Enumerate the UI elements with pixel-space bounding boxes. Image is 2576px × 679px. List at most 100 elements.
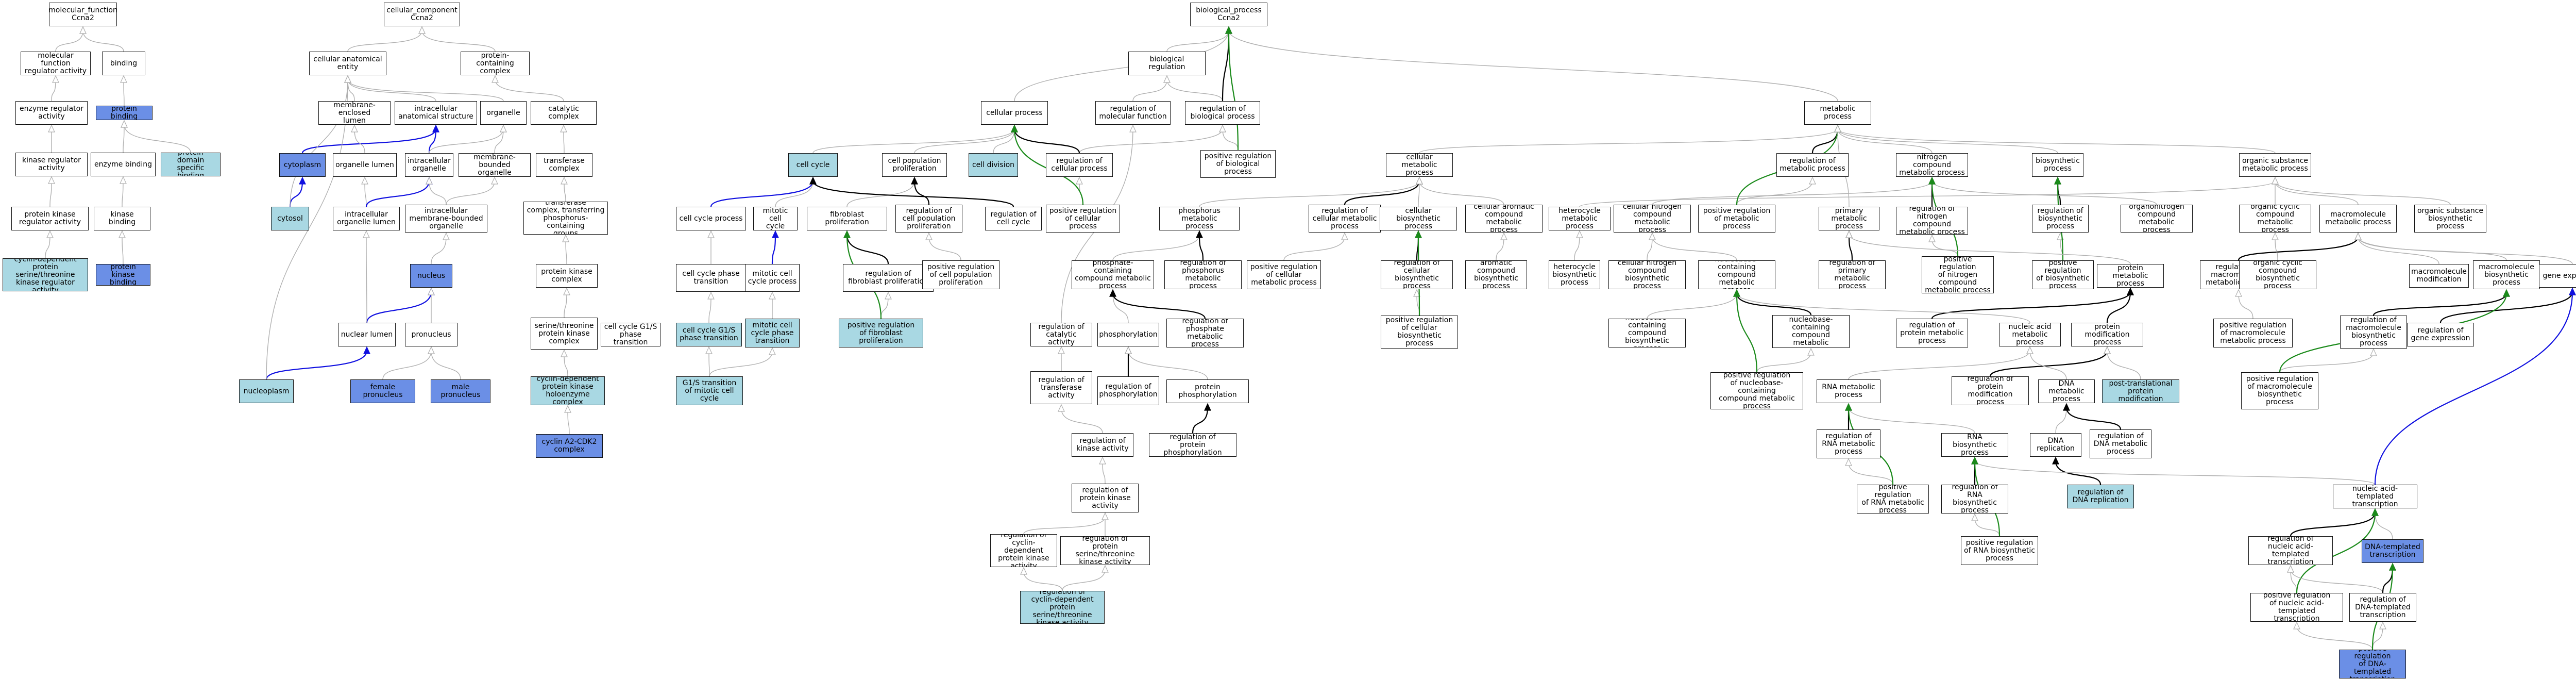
go-term-node[interactable]: regulation of cell population proliferat…: [895, 205, 962, 233]
go-term-node[interactable]: kinase regulator activity: [15, 153, 88, 176]
go-term-node[interactable]: regulation of protein phosphorylation: [1149, 433, 1236, 457]
go-term-node[interactable]: regulation of protein serine/threonine k…: [1060, 536, 1150, 565]
go-term-node[interactable]: positive regulation of biological proces…: [1200, 150, 1276, 178]
go-term-node[interactable]: cellular process: [981, 101, 1048, 125]
go-term-node[interactable]: nucleoplasm: [239, 379, 294, 403]
go-term-node[interactable]: cellular aromatic compound metabolic pro…: [1465, 205, 1543, 233]
go-term-node[interactable]: protein domain specific binding: [161, 153, 221, 176]
go-term-node[interactable]: cellular nitrogen compound biosynthetic …: [1608, 260, 1686, 289]
go-term-node[interactable]: biosynthetic process: [2032, 153, 2083, 177]
go-term-node[interactable]: metabolic process: [1804, 101, 1871, 125]
go-term-node[interactable]: regulation of nitrogen compound metaboli…: [1896, 207, 1968, 235]
go-term-node[interactable]: primary metabolic process: [1819, 207, 1879, 230]
go-term-node[interactable]: macromolecule metabolic process: [2319, 205, 2397, 233]
go-term-node[interactable]: nucleic acid metabolic process: [1999, 323, 2061, 346]
go-term-node[interactable]: G1/S transition of mitotic cell cycle: [676, 376, 743, 405]
go-term-node[interactable]: nitrogen compound metabolic process: [1896, 153, 1968, 177]
go-term-node[interactable]: cyclin A2-CDK2 complex: [536, 434, 603, 458]
go-term-node[interactable]: organic cyclic compound biosynthetic pro…: [2239, 260, 2316, 289]
go-term-node[interactable]: cellular biosynthetic process: [1380, 207, 1457, 230]
go-term-node[interactable]: intracellular organelle: [405, 153, 453, 177]
go-term-node[interactable]: regulation of cellular process: [1046, 153, 1113, 177]
go-term-node[interactable]: mitotic cell cycle: [753, 207, 798, 230]
go-term-node[interactable]: cell cycle G1/S phase transition: [601, 323, 660, 346]
go-term-node[interactable]: regulation of cyclin-dependent protein k…: [990, 534, 1057, 567]
go-term-node[interactable]: intracellular organelle lumen: [333, 207, 400, 230]
go-term-node[interactable]: regulation of cell cycle: [985, 207, 1042, 230]
go-term-node[interactable]: post-translational protein modification: [2102, 379, 2179, 403]
go-term-node[interactable]: regulation of RNA biosynthetic process: [1941, 485, 2008, 514]
go-term-node[interactable]: organelle lumen: [333, 153, 397, 177]
go-term-node[interactable]: regulation of transferase activity: [1030, 371, 1092, 404]
go-term-node[interactable]: membrane-bounded organelle: [459, 153, 531, 177]
go-term-node[interactable]: protein metabolic process: [2097, 264, 2164, 288]
go-term-node[interactable]: cyclin-dependent protein kinase holoenzy…: [531, 376, 605, 405]
go-term-node[interactable]: regulation of protein metabolic process: [1896, 319, 1968, 347]
go-term-node[interactable]: cell division: [969, 153, 1018, 177]
go-term-node[interactable]: protein phosphorylation: [1166, 379, 1249, 403]
go-term-node[interactable]: regulation of protein modification proce…: [1952, 376, 2029, 405]
go-term-node[interactable]: aromatic compound biosynthetic process: [1465, 260, 1527, 289]
go-term-node[interactable]: cellular_component Ccna2: [384, 3, 460, 26]
go-term-node[interactable]: mitotic cell cycle process: [745, 264, 800, 292]
go-term-node[interactable]: transferase complex: [536, 153, 592, 177]
go-term-node[interactable]: enzyme binding: [91, 153, 156, 176]
go-term-node[interactable]: biological_process Ccna2: [1190, 3, 1267, 26]
go-term-node[interactable]: protein kinase complex: [536, 264, 598, 288]
go-term-node[interactable]: macromolecule modification: [2409, 264, 2469, 288]
go-term-node[interactable]: protein modification process: [2071, 323, 2143, 346]
go-term-node[interactable]: regulation of macromolecule biosynthetic…: [2340, 316, 2407, 349]
go-term-node[interactable]: nucleobase-containing compound biosynthe…: [1608, 319, 1686, 347]
go-term-node[interactable]: phosphorylation: [1097, 323, 1159, 346]
go-term-node[interactable]: regulation of cyclin-dependent protein s…: [1020, 591, 1105, 624]
go-term-node[interactable]: organic cyclic compound metabolic proces…: [2239, 205, 2311, 233]
go-term-node[interactable]: gene expression: [2539, 264, 2576, 288]
go-term-node[interactable]: pronucleus: [405, 323, 457, 346]
go-term-node[interactable]: nuclear lumen: [338, 323, 396, 346]
go-term-node[interactable]: regulation of nucleobase-containing comp…: [1772, 315, 1850, 348]
go-term-node[interactable]: positive regulation of RNA metabolic pro…: [1857, 485, 1929, 514]
go-term-node[interactable]: protein binding: [96, 106, 152, 120]
go-term-node[interactable]: RNA metabolic process: [1817, 379, 1880, 403]
go-term-node[interactable]: DNA replication: [2030, 433, 2081, 457]
go-term-node[interactable]: regulation of phosphorus metabolic proce…: [1164, 260, 1242, 289]
go-term-node[interactable]: positive regulation of DNA-templated tra…: [2339, 650, 2406, 678]
go-term-node[interactable]: regulation of phosphorylation: [1097, 376, 1159, 405]
go-term-node[interactable]: cytoplasm: [279, 153, 326, 177]
go-term-node[interactable]: biological regulation: [1128, 52, 1206, 75]
go-term-node[interactable]: transferase complex, transferring phosph…: [523, 202, 608, 235]
go-term-node[interactable]: heterocycle metabolic process: [1549, 207, 1611, 230]
go-term-node[interactable]: regulation of gene expression: [2407, 323, 2474, 346]
go-term-node[interactable]: regulation of protein kinase activity: [1072, 484, 1139, 512]
go-term-node[interactable]: positive regulation of RNA biosynthetic …: [1961, 536, 2038, 565]
go-term-node[interactable]: organelle: [480, 101, 527, 125]
go-term-node[interactable]: regulation of fibroblast proliferation: [843, 264, 934, 292]
go-term-node[interactable]: cell population proliferation: [882, 153, 947, 177]
go-term-node[interactable]: positive regulation of macromolecule bio…: [2241, 372, 2318, 409]
go-term-node[interactable]: serine/threonine protein kinase complex: [531, 318, 598, 350]
go-term-node[interactable]: binding: [102, 52, 145, 75]
go-term-node[interactable]: positive regulation of biosynthetic proc…: [2032, 260, 2094, 289]
go-term-node[interactable]: organonitrogen compound metabolic proces…: [2121, 205, 2193, 233]
go-term-node[interactable]: cellular nitrogen compound metabolic pro…: [1614, 205, 1691, 233]
go-term-node[interactable]: regulation of molecular function: [1095, 101, 1171, 125]
go-term-node[interactable]: positive regulation of nucleic acid-temp…: [2250, 593, 2343, 622]
go-term-node[interactable]: molecular function regulator activity: [21, 52, 91, 75]
go-term-node[interactable]: organic substance biosynthetic process: [2414, 205, 2486, 233]
go-term-node[interactable]: DNA metabolic process: [2038, 379, 2095, 403]
go-term-node[interactable]: protein kinase regulator activity: [11, 207, 89, 230]
go-term-node[interactable]: RNA biosynthetic process: [1941, 433, 2008, 457]
go-term-node[interactable]: enzyme regulator activity: [15, 101, 88, 125]
go-term-node[interactable]: regulation of metabolic process: [1776, 153, 1849, 177]
go-term-node[interactable]: regulation of kinase activity: [1072, 433, 1133, 457]
go-term-node[interactable]: positive regulation of cellular metaboli…: [1247, 260, 1321, 289]
go-term-node[interactable]: heterocycle biosynthetic process: [1549, 260, 1600, 289]
go-term-node[interactable]: regulation of DNA replication: [2067, 485, 2134, 508]
go-term-node[interactable]: protein-containing complex: [461, 52, 530, 75]
go-term-node[interactable]: nucleic acid-templated transcription: [2333, 485, 2417, 508]
go-term-node[interactable]: positive regulation of metabolic process: [1698, 205, 1775, 233]
go-term-node[interactable]: female pronucleus: [350, 379, 415, 403]
go-term-node[interactable]: cell cycle process: [676, 207, 746, 230]
go-term-node[interactable]: regulation of RNA metabolic process: [1817, 429, 1880, 458]
go-term-node[interactable]: regulation of cellular metabolic process: [1309, 205, 1381, 233]
